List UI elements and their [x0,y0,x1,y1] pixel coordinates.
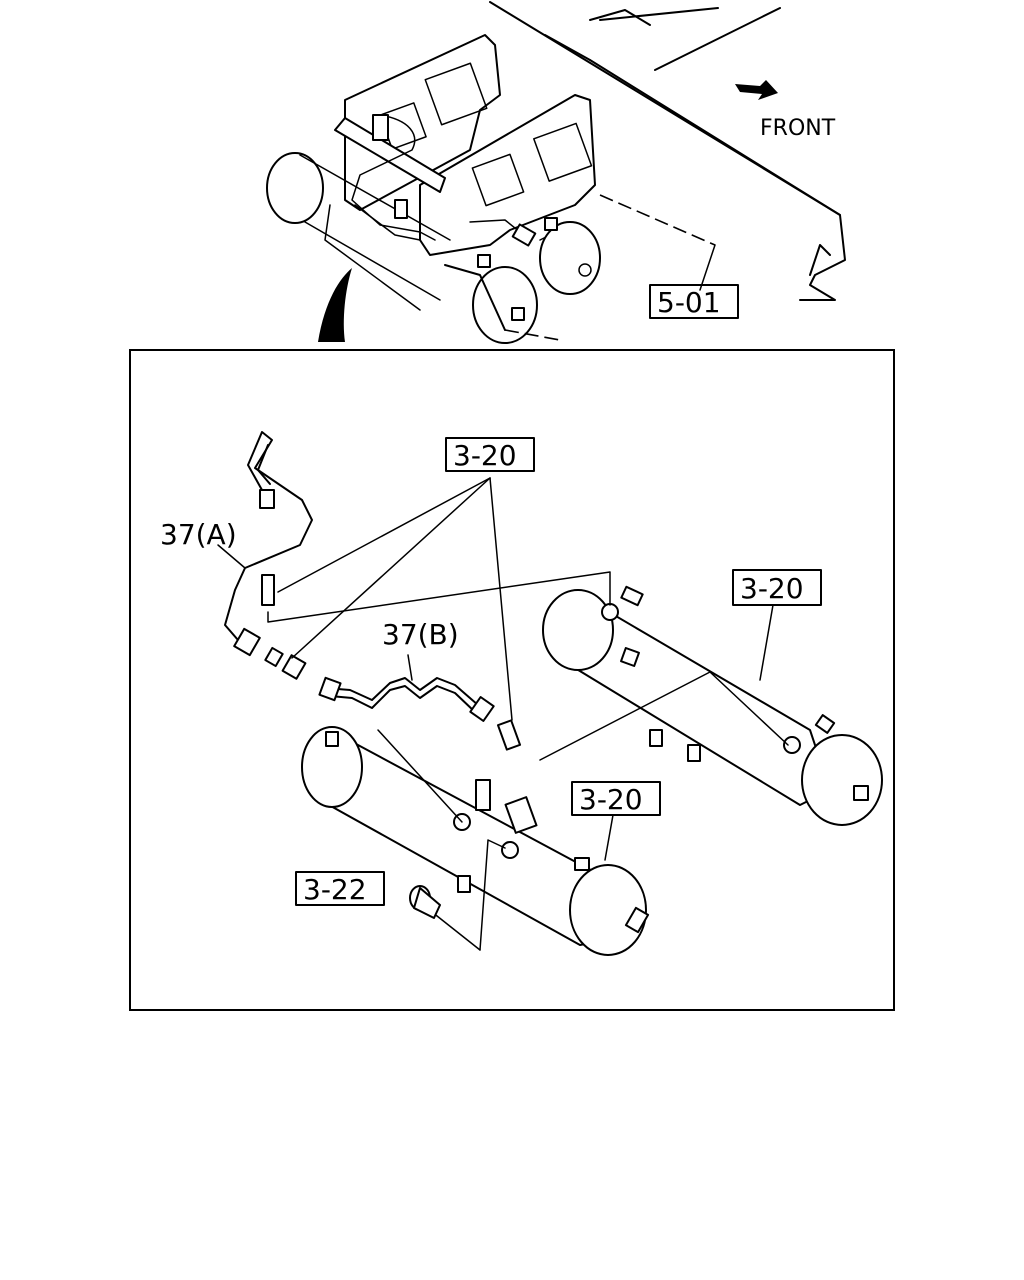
air-tank-right [542,585,883,826]
callout-3-20-top-label: 3-20 [453,439,517,472]
callout-5-01: 5-01 [649,284,739,319]
leader-37b [407,654,413,681]
callout-5-01-label: 5-01 [657,286,721,319]
callout-3-22-label: 3-22 [303,873,367,906]
leader-37a [217,544,246,569]
fitting-union-b [281,654,307,680]
detail-frame [129,349,895,1011]
air-tank-bottom [301,726,650,956]
front-direction-arrow [735,80,778,100]
detail-pointer-arrow [318,268,352,342]
callout-3-20-top: 3-20 [445,437,535,472]
leader-3-20-bottom [604,814,614,861]
tank-right-overview [477,217,601,295]
callout-3-20-bottom: 3-20 [571,781,661,816]
pipe-37a [224,431,313,657]
callout-3-20-right: 3-20 [732,569,822,606]
callout-3-20-bottom-label: 3-20 [579,783,643,816]
label-37b: 37(B) [382,618,459,651]
leader-3-20-right [759,604,774,681]
leaders-3-20-top [267,477,789,951]
tank-left-overview [266,152,538,344]
callout-3-22: 3-22 [295,871,385,906]
callout-3-20-right-label: 3-20 [740,572,804,605]
overview-assembly [266,1,846,344]
drain-valve [409,885,441,919]
label-37a: 37(A) [160,518,237,551]
pipe-37b [318,676,522,751]
fitting-union-a [264,646,284,668]
front-label: FRONT [760,116,836,141]
